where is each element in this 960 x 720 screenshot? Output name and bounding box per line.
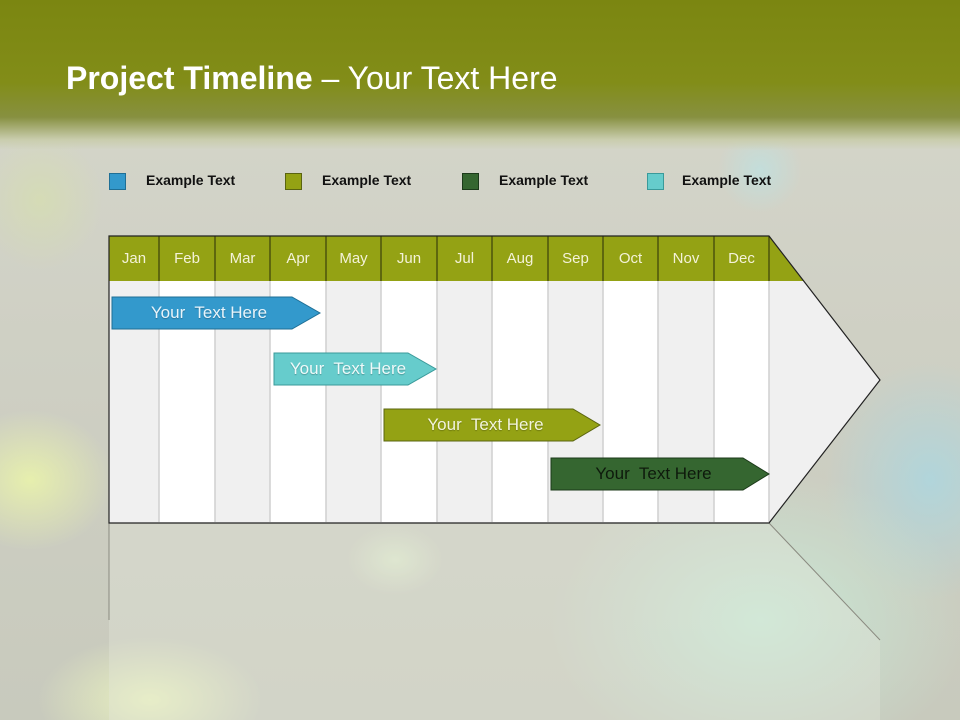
legend-item-dark-green: Example Text bbox=[462, 171, 588, 191]
month-jan: Jan bbox=[121, 250, 147, 267]
month-jul: Jul bbox=[454, 250, 475, 267]
task-bar-4-label: Your Text Here bbox=[595, 464, 712, 483]
legend-label: Example Text bbox=[322, 172, 412, 188]
legend-swatch-olive bbox=[285, 172, 302, 190]
slide-title: Project Timeline – Your Text Here bbox=[66, 60, 558, 97]
task-bar-4[interactable]: Your Text Here bbox=[551, 458, 756, 490]
month-oct: Oct bbox=[618, 250, 643, 267]
legend-label: Example Text bbox=[499, 172, 589, 188]
task-bar-3-shape bbox=[383, 408, 601, 442]
month-feb: Feb bbox=[174, 250, 200, 267]
task-bar-1[interactable]: Your Text Here bbox=[112, 297, 306, 329]
legend-item-teal: Example Text bbox=[647, 171, 771, 191]
month-aug: Aug bbox=[506, 250, 534, 267]
month-sep: Sep bbox=[562, 250, 589, 267]
task-bar-2[interactable]: Your Text Here bbox=[274, 353, 422, 385]
task-bar-1-label: Your Text Here bbox=[150, 303, 268, 322]
legend-label: Example Text bbox=[146, 172, 236, 188]
month-may: May bbox=[339, 250, 368, 267]
legend-swatch-dark-green bbox=[462, 172, 479, 190]
month-nov: Nov bbox=[672, 250, 700, 267]
title-band bbox=[0, 0, 960, 150]
month-jun: Jun bbox=[396, 250, 422, 267]
task-bar-3[interactable]: Your Text Here bbox=[384, 409, 587, 441]
task-bar-2-label: Your Text Here bbox=[289, 359, 407, 378]
title-subtitle: – Your Text Here bbox=[312, 60, 558, 96]
legend-swatch-teal bbox=[647, 172, 664, 190]
month-mar: Mar bbox=[229, 250, 256, 267]
month-apr: Apr bbox=[286, 250, 310, 267]
legend-label: Example Text bbox=[682, 172, 772, 188]
task-bar-1-shape bbox=[111, 296, 322, 330]
task-bar-3-label: Your Text Here bbox=[427, 415, 544, 434]
task-bar-4-shape bbox=[550, 457, 770, 491]
legend-item-olive: Example Text bbox=[285, 171, 411, 191]
title-bold: Project Timeline bbox=[66, 60, 313, 96]
task-bar-2-shape bbox=[273, 352, 438, 386]
legend-item-blue: Example Text bbox=[109, 171, 235, 191]
legend-swatch-blue bbox=[109, 172, 126, 190]
month-dec: Dec bbox=[728, 250, 755, 267]
